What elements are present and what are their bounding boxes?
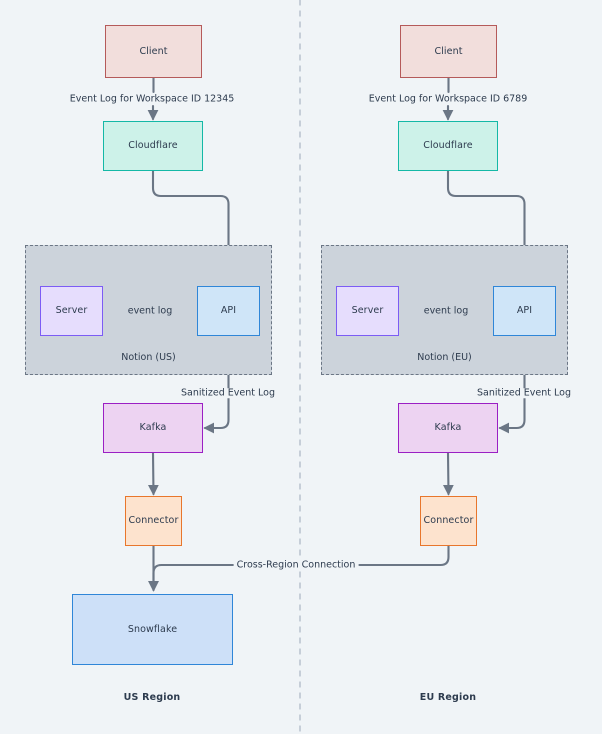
edge-label-cross-region: Cross-Region Connection: [233, 560, 359, 570]
region-label-eu: EU Region: [419, 692, 477, 703]
node-eu-client[interactable]: Client: [400, 25, 497, 78]
edge-label-us-event-log: event log: [124, 306, 176, 316]
node-us-snowflake[interactable]: Snowflake: [72, 594, 233, 665]
edge-label-eu-workspace: Event Log for Workspace ID 6789: [365, 94, 531, 104]
wire-eu-kafka-connector: [442, 451, 454, 496]
zone-label-eu: Notion (EU): [417, 352, 472, 363]
node-us-server[interactable]: Server: [40, 286, 103, 336]
region-label-us: US Region: [123, 692, 181, 703]
node-us-client[interactable]: Client: [105, 25, 202, 78]
wire-eu-cloudflare-api: [446, 169, 530, 286]
node-us-api[interactable]: API: [197, 286, 260, 336]
node-eu-api[interactable]: API: [493, 286, 556, 336]
node-eu-cloudflare[interactable]: Cloudflare: [398, 121, 498, 171]
edge-label-eu-sanitized: Sanitized Event Log: [474, 388, 574, 398]
node-eu-connector[interactable]: Connector: [420, 496, 477, 546]
wire-us-kafka-connector: [147, 451, 159, 496]
node-us-kafka[interactable]: Kafka: [103, 403, 203, 453]
node-eu-server[interactable]: Server: [336, 286, 399, 336]
edge-label-eu-event-log: event log: [420, 306, 472, 316]
wire-us-cloudflare-api: [151, 169, 234, 286]
zone-label-us: Notion (US): [121, 352, 176, 363]
wire-us-api-kafka: [203, 334, 230, 434]
node-us-cloudflare[interactable]: Cloudflare: [103, 121, 203, 171]
node-us-connector[interactable]: Connector: [125, 496, 182, 546]
node-eu-kafka[interactable]: Kafka: [398, 403, 498, 453]
edge-label-us-sanitized: Sanitized Event Log: [178, 388, 278, 398]
edge-label-us-workspace: Event Log for Workspace ID 12345: [66, 94, 238, 104]
wire-eu-api-kafka: [498, 334, 526, 434]
